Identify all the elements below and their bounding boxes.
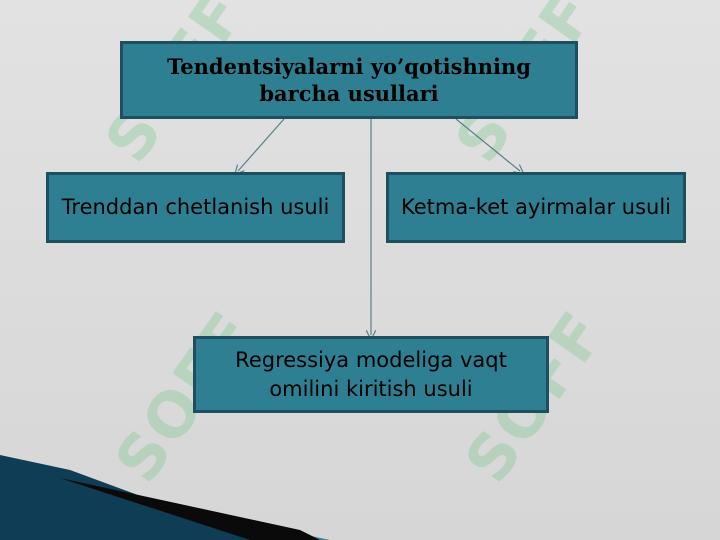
node-trend-deviation: Trenddan chetlanish usuli (46, 172, 345, 243)
node-successive-differences: Ketma-ket ayirmalar usuli (386, 172, 686, 243)
root-node: Tendentsiyalarni yo’qotishning barcha us… (120, 41, 578, 119)
node-successive-differences-label: Ketma-ket ayirmalar usuli (401, 195, 671, 219)
connector-right (455, 118, 520, 171)
node-trend-deviation-label: Trenddan chetlanish usuli (61, 195, 330, 219)
root-node-label: Tendentsiyalarni yo’qotishning barcha us… (167, 54, 531, 106)
decor-stripe-black (60, 478, 320, 540)
node-time-factor-regression: Regressiya modeliga vaqt omilini kiritis… (193, 336, 549, 413)
connector-left (238, 118, 285, 171)
node-time-factor-regression-label: Regressiya modeliga vaqt omilini kiritis… (235, 347, 507, 401)
